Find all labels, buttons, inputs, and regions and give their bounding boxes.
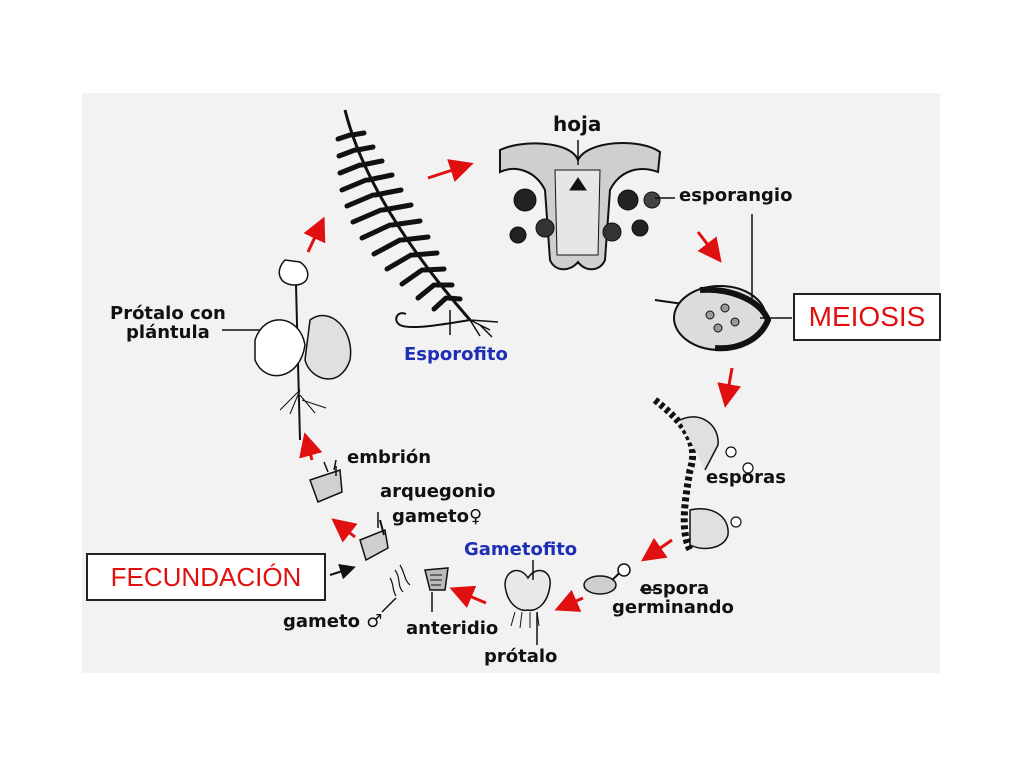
- sporangium-drawing: [654, 285, 772, 352]
- label-esporofito: Esporofito: [404, 344, 508, 365]
- arrow-leaf-to-sporangium: [696, 231, 722, 263]
- label-plantula: plántula: [126, 321, 210, 343]
- arrow-archegonium-to-embryo: [331, 518, 358, 543]
- label-anteridio: anteridio: [406, 618, 499, 639]
- arrow-spores-to-germinating: [641, 537, 673, 562]
- arrow-sporophyte-to-leaf: [427, 159, 474, 182]
- label-protalo-con: Prótalo con: [110, 303, 226, 324]
- label-gametofito: Gametofito: [464, 539, 578, 560]
- arrow-germinating-to-prothallus: [554, 589, 584, 612]
- meiosis-box: MEIOSIS: [793, 293, 941, 341]
- male-gamete-drawing: [389, 564, 411, 597]
- prothallus-drawing: [504, 569, 551, 629]
- antheridium-drawing: [424, 567, 449, 591]
- label-gameto-masculino: gameto ♂: [283, 611, 383, 632]
- arrow-embryo-to-plantula: [299, 432, 323, 461]
- label-hoja: hoja: [553, 112, 602, 136]
- label-arquegonio: arquegonio: [380, 481, 496, 502]
- arrow-sporangium-to-spores: [717, 367, 741, 408]
- leaf-section-drawing: [499, 142, 662, 271]
- embryo-drawing: [309, 459, 343, 503]
- label-esporangio: esporangio: [679, 185, 793, 206]
- label-meiosis: MEIOSIS: [808, 301, 926, 332]
- label-esporas: esporas: [706, 467, 786, 488]
- label-gameto-femenino: gameto♀: [392, 506, 483, 527]
- label-embrion: embrión: [347, 447, 432, 468]
- arrow-prothallus-to-antheridium: [449, 585, 487, 609]
- leader-lines: [222, 140, 792, 645]
- label-espora-germinando: espora germinando: [612, 578, 734, 618]
- label-protalo: prótalo: [484, 646, 558, 667]
- germinating-spore-drawing: [583, 563, 631, 595]
- archegonium-drawing: [359, 519, 389, 562]
- arrow-fertilization: [329, 564, 356, 580]
- spores-drawing: [652, 397, 754, 552]
- label-protalo-con-plantula: Prótalo con plántula: [110, 303, 226, 343]
- label-fecundacion: FECUNDACIÓN: [110, 561, 302, 592]
- fern-sporophyte-drawing: [335, 109, 499, 338]
- arrow-plantula-to-sporophyte: [303, 216, 326, 253]
- cycle-arrows: [299, 159, 741, 612]
- fecundacion-box: FECUNDACIÓN: [86, 553, 326, 601]
- label-germinando: germinando: [612, 596, 734, 618]
- prothallus-plantula-drawing: [254, 259, 352, 441]
- label-espora: espora: [640, 578, 710, 599]
